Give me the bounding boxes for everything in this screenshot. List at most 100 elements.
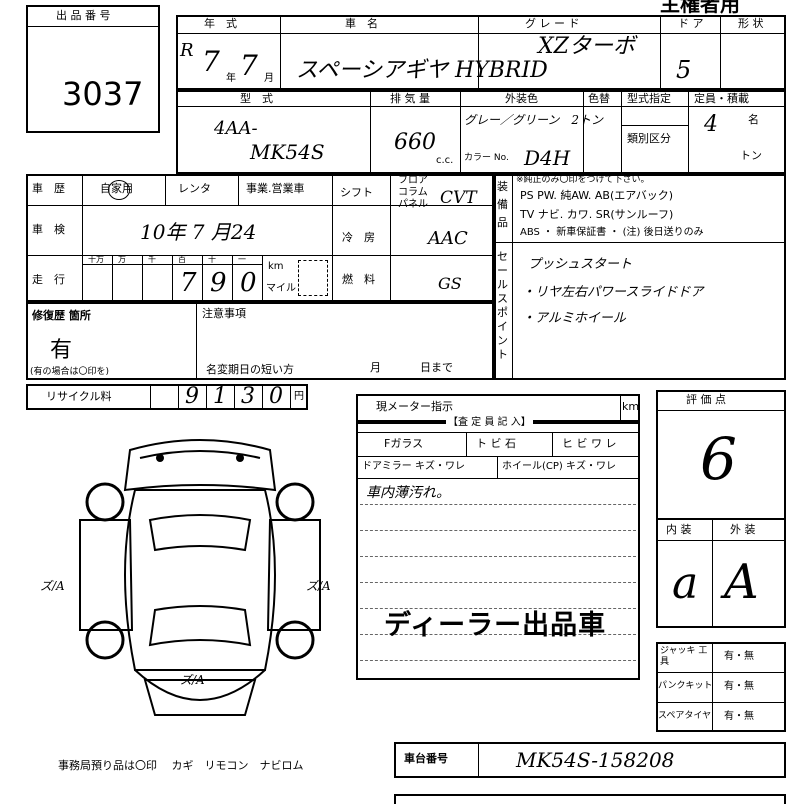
mileage-divider bbox=[262, 255, 263, 302]
km-label: km bbox=[268, 261, 284, 272]
right-damage-mark: ズ/A bbox=[306, 579, 331, 593]
color-code: D4H bbox=[524, 146, 571, 170]
color-label: 外装色 bbox=[505, 92, 538, 105]
fuel-value: GS bbox=[438, 274, 462, 293]
recycle-box bbox=[26, 384, 308, 410]
mileage-unit: 一 bbox=[238, 255, 246, 264]
shift-column: コラム bbox=[398, 187, 428, 198]
wheel-label: ホイール(CP) キズ・ワレ bbox=[502, 461, 616, 472]
history-business: 事業.営業車 bbox=[246, 182, 305, 195]
mileage-label: 走 行 bbox=[32, 273, 65, 286]
shift-panel: パネル bbox=[398, 199, 428, 210]
shift-floor: フロア bbox=[398, 175, 428, 186]
top-right-label: 主権者用 bbox=[660, 0, 740, 16]
interior-value: a bbox=[672, 558, 699, 609]
mirror-label: ドアミラー キズ・ワレ bbox=[362, 461, 465, 472]
equipment-note: ※純正のみ〇印をつけて下さい。 bbox=[516, 175, 650, 185]
meter-unit: km bbox=[622, 400, 640, 413]
history-label: 車 歴 bbox=[32, 182, 65, 195]
cc-label: 排 気 量 bbox=[390, 92, 430, 105]
score-value: 6 bbox=[700, 425, 737, 493]
lot-label: 出 品 番 号 bbox=[56, 9, 111, 22]
office-items: 事務局預り品は〇印 カギ リモコン ナビロム bbox=[58, 759, 304, 772]
fuel-label: 燃 料 bbox=[342, 273, 375, 286]
chassis-box bbox=[394, 742, 786, 778]
col-model-label: 車 名 bbox=[345, 17, 378, 30]
bottom-strip bbox=[394, 794, 786, 804]
dealer-stamp: ディーラー出品車 bbox=[384, 610, 607, 641]
inspection-label: 車 検 bbox=[32, 223, 65, 236]
history-box bbox=[26, 174, 494, 302]
exterior-label: 外 装 bbox=[730, 523, 756, 536]
ac-label: 冷 房 bbox=[342, 231, 375, 244]
recycle-digit: 0 bbox=[269, 384, 283, 409]
type-value-2: MK54S bbox=[250, 140, 325, 164]
mileage-digit: 7 bbox=[180, 268, 197, 298]
mile-label: マイル bbox=[266, 283, 296, 294]
chassis-label: 車台番号 bbox=[404, 752, 448, 765]
chip-label: ト ビ 石 bbox=[476, 437, 516, 450]
notes-label: 注意事項 bbox=[202, 307, 246, 320]
name-change-month: 月 bbox=[370, 361, 381, 374]
spare-label: スペアタイヤ bbox=[658, 711, 712, 721]
mileage-divider bbox=[202, 255, 203, 302]
cc-value: 660 bbox=[394, 130, 436, 155]
recycle-divider bbox=[206, 384, 207, 410]
color-change-label: 色替 bbox=[588, 92, 610, 105]
year-value: 7 bbox=[202, 45, 220, 78]
recycle-divider bbox=[290, 384, 291, 410]
sales-point-3: ・アルミホイール bbox=[522, 311, 626, 326]
repair-label: 修復歴 箇所 bbox=[32, 309, 91, 322]
equipment-box bbox=[494, 174, 786, 380]
car-damage-diagram bbox=[79, 439, 321, 716]
color-code-label: カラー No. bbox=[464, 153, 509, 163]
equipment-line-3: ABS ・ 新車保証書 ・ (注) 後日送りのみ bbox=[520, 227, 704, 238]
sales-points-label: セールスポイント bbox=[497, 250, 508, 361]
shift-label: シフト bbox=[340, 186, 373, 199]
sales-point-2: ・リヤ左右パワースライドドア bbox=[522, 285, 704, 300]
interior-label: 内 装 bbox=[666, 523, 692, 536]
vehicle-header-box bbox=[176, 15, 786, 90]
jack-label: ジャッキ 工 具 bbox=[660, 646, 708, 667]
vehicle-spec-box bbox=[176, 90, 786, 174]
recycle-digit: 9 bbox=[185, 384, 199, 409]
doors-value: 5 bbox=[676, 56, 692, 84]
chassis-value: MK54S-158208 bbox=[516, 748, 675, 772]
sales-point-1: プッシュスタート bbox=[528, 257, 633, 272]
history-rental: レンタ bbox=[178, 182, 211, 195]
recycle-label: リサイクル料 bbox=[46, 390, 112, 403]
mileage-divider bbox=[172, 255, 173, 302]
month-unit: 月 bbox=[264, 73, 274, 84]
spec-label: 型式指定 bbox=[627, 92, 671, 105]
equipment-line-1: PS PW. 純AW. AB(エアバック) bbox=[520, 189, 674, 202]
mileage-unit: 十 bbox=[208, 255, 216, 264]
repair-value: 有 bbox=[50, 338, 73, 363]
mileage-unit: 百 bbox=[178, 255, 186, 264]
type-value-1: 4AA- bbox=[214, 118, 258, 139]
spare-option: 有・無 bbox=[724, 711, 754, 722]
ac-value: AAC bbox=[428, 228, 468, 249]
puncture-option: 有・無 bbox=[724, 681, 754, 692]
inspector-remark: 車内薄汚れ。 bbox=[366, 485, 451, 501]
recycle-unit: 円 bbox=[294, 391, 304, 402]
meter-label: 現メーター指示 bbox=[376, 400, 453, 413]
mileage-digit: 9 bbox=[210, 268, 227, 298]
mileage-unit: 万 bbox=[118, 255, 126, 264]
mileage-unit: 千 bbox=[148, 255, 156, 264]
crack-label: ヒ ビ ワ レ bbox=[562, 437, 617, 450]
exterior-value: A bbox=[724, 554, 759, 610]
recycle-divider bbox=[262, 384, 263, 410]
col-body-label: 形 状 bbox=[738, 17, 764, 30]
recycle-divider bbox=[178, 384, 179, 410]
equipment-label: 装 備 品 bbox=[497, 180, 508, 229]
lot-number-box bbox=[26, 5, 160, 133]
year-unit: 年 bbox=[226, 73, 236, 84]
left-damage-mark: ズ/A bbox=[40, 579, 65, 593]
repair-box bbox=[26, 302, 494, 380]
score-label: 評 価 点 bbox=[686, 393, 726, 406]
inspector-label: 【査 定 員 記 入】 bbox=[446, 417, 533, 428]
capacity-value: 4 bbox=[704, 112, 718, 137]
recycle-digit: 1 bbox=[213, 384, 227, 409]
col-grade-label: グ レ ー ド bbox=[525, 17, 580, 30]
